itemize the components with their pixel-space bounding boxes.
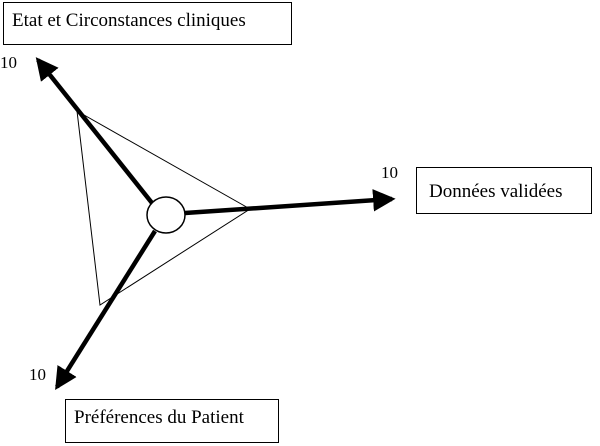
data-scale-max: 10: [381, 163, 398, 182]
validated-data-label: Données validées: [429, 181, 563, 202]
patient-scale-max: 10: [29, 365, 46, 384]
patient-axis-arrow: [55, 229, 157, 391]
patient-preferences-label: Préférences du Patient: [74, 407, 244, 428]
clinical-state-box: Etat et Circonstances cliniques: [3, 2, 292, 45]
clinical-axis-arrow: [35, 57, 154, 205]
clinical-state-label: Etat et Circonstances cliniques: [12, 10, 246, 31]
validated-data-box: Données validées: [416, 167, 592, 214]
center-circle: [146, 196, 186, 234]
value-triangle: [76, 110, 251, 306]
clinical-scale-max: 10: [0, 53, 17, 72]
patient-preferences-box: Préférences du Patient: [65, 399, 279, 443]
data-axis-arrow: [184, 189, 396, 216]
